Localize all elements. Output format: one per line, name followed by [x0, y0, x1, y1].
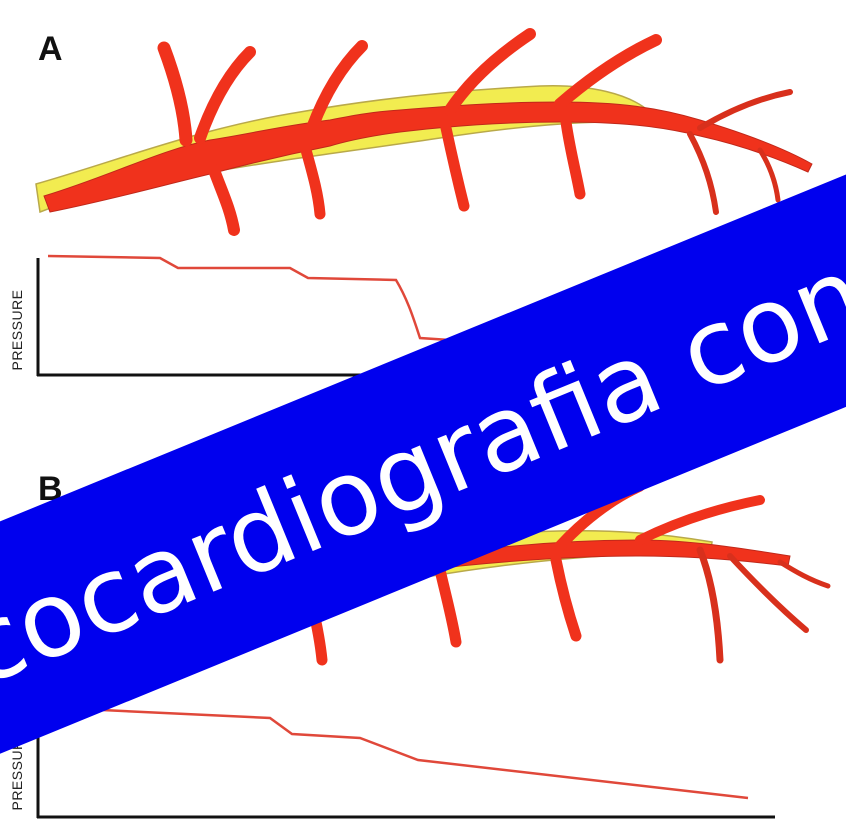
panel-a-branch	[566, 122, 580, 194]
panel-a-y-axis-label: PRESSURE	[9, 289, 25, 370]
panel-a-branch	[690, 134, 716, 212]
panel-b-pressure-curve	[60, 708, 748, 798]
panel-b-branch	[640, 500, 760, 540]
panel-b-branch	[440, 570, 456, 642]
panel-a-artery-trunk	[44, 102, 812, 212]
panel-a-branch	[164, 48, 186, 140]
panel-b-branch	[556, 560, 576, 636]
panel-a-letter: A	[38, 30, 63, 68]
panel-a-branch	[446, 128, 464, 206]
panel-a-branch	[214, 170, 234, 230]
panel-b-pressure-plot: PRESSURE	[9, 700, 775, 818]
watermark-banner: Ecocardiografia con	[0, 120, 846, 812]
panel-a-branch	[700, 92, 790, 128]
panel-b-branch	[700, 550, 720, 660]
panel-b-branch	[730, 556, 806, 630]
panel-a-branch	[306, 150, 320, 214]
panel-a-pressure-curve	[48, 256, 450, 340]
panel-b-branch	[780, 562, 828, 586]
